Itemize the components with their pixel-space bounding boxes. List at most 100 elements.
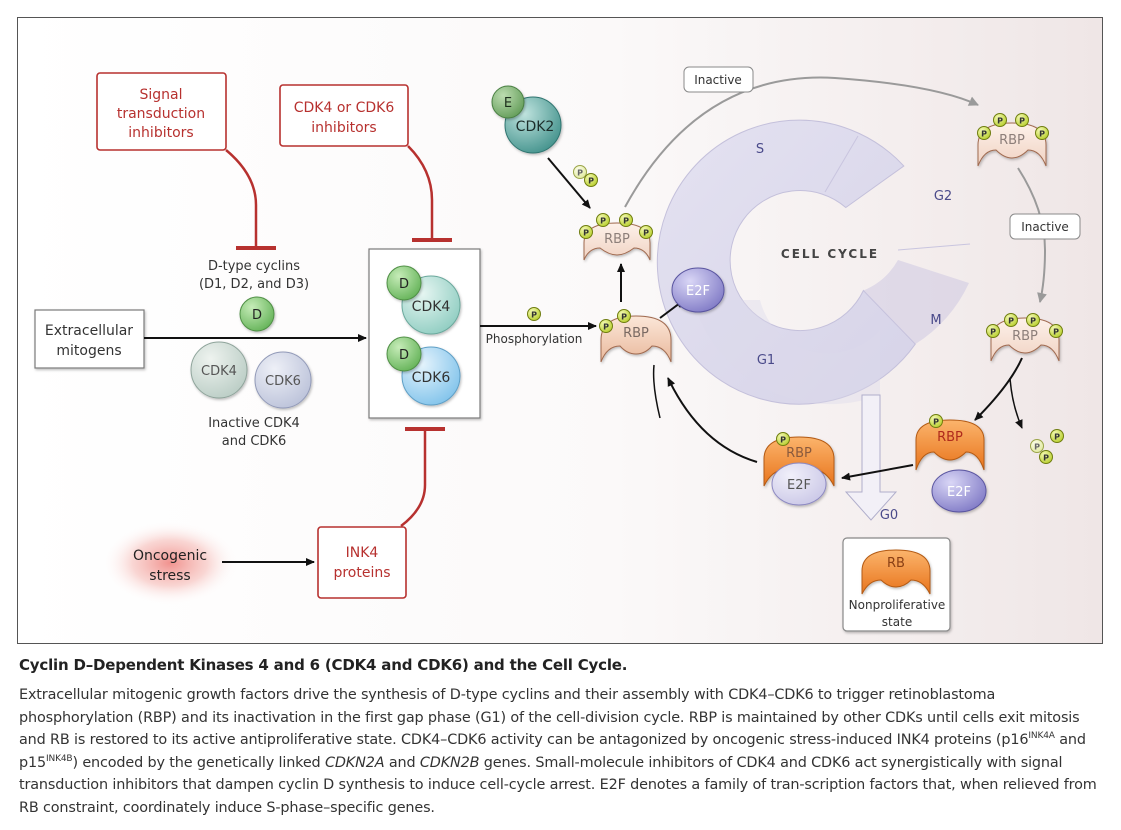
phosphorylation-label: Phosphorylation: [486, 332, 583, 346]
svg-text:P: P: [603, 323, 609, 332]
cdk2-phosphates: P P: [573, 165, 598, 187]
phase-s-label: S: [756, 142, 764, 157]
svg-text:P: P: [933, 418, 939, 427]
svg-text:D: D: [252, 308, 262, 323]
cell-cycle-label: CELL CYCLE: [781, 247, 879, 261]
ink4-line-2: proteins: [333, 565, 390, 581]
active-cdk6-complex: CDK6 D: [386, 336, 461, 406]
svg-text:P: P: [997, 117, 1003, 126]
caption-sup-ink4a: INK4A: [1028, 731, 1055, 742]
rbp-mid: RBP: [600, 315, 672, 363]
rb-return-arrow: [667, 377, 758, 463]
svg-text:P: P: [1054, 433, 1060, 442]
phase-m-label: M: [930, 313, 941, 328]
rb-e2f-right: RBP P E2F: [915, 414, 987, 513]
svg-text:D: D: [399, 277, 409, 292]
released-phosphates: P P P: [1030, 429, 1064, 464]
inactive-label-2-box: Inactive: [1009, 213, 1081, 240]
inactive-cdk6: CDK6: [254, 351, 312, 409]
figure-caption-title: Cyclin D–Dependent Kinases 4 and 6 (CDK4…: [19, 656, 628, 674]
rb-label: RB: [887, 556, 905, 571]
svg-text:P: P: [780, 436, 786, 445]
caption-text-5: genes. Small-molecule inhibitors of CDK4…: [19, 754, 1097, 816]
inactive-arc-arrow: [624, 76, 979, 208]
rbp-inactive-top-right: RBP: [977, 122, 1047, 167]
nonproliferative-state-box: RB Nonproliferative state: [842, 537, 951, 632]
svg-text:P: P: [1039, 130, 1045, 139]
rbp-hyper-upper: RBP: [583, 222, 651, 261]
svg-text:P: P: [600, 217, 606, 226]
signal-inhibitors-line-2: transduction: [117, 106, 205, 122]
svg-text:P: P: [588, 177, 594, 186]
cdk-inhibition-line: [407, 145, 434, 238]
rbp-right-label: RBP: [937, 430, 963, 445]
mitogens-line-2: mitogens: [56, 343, 121, 359]
e2f-bottom-label: E2F: [787, 478, 811, 493]
svg-text:P: P: [1053, 328, 1059, 337]
svg-text:P: P: [1019, 117, 1025, 126]
cdk2-label: CDK2: [516, 119, 555, 135]
e2f-right-label: E2F: [947, 485, 971, 500]
nonproliferative-line-2: state: [882, 615, 912, 629]
rb-right-to-left-arrow: [841, 464, 914, 481]
ink4-line-1: INK4: [346, 545, 379, 561]
rbp-mid-phosphates: P P: [599, 309, 631, 333]
cdk4-cdk6-inhibitors-box: CDK4 or CDK6 inhibitors: [279, 84, 409, 147]
oncogenic-stress-glow: [102, 521, 238, 605]
cdk4-cdk6-cell-cycle-diagram: Signal transduction inhibitors CDK4 or C…: [17, 17, 1103, 644]
signal-inhibitors-line-3: inhibitors: [128, 125, 193, 141]
phase-g1-label: G1: [757, 353, 775, 368]
rbp-bottom-label: RBP: [786, 446, 812, 461]
svg-text:D: D: [399, 348, 409, 363]
svg-text:P: P: [981, 130, 987, 139]
svg-text:Inactive: Inactive: [694, 73, 742, 87]
inactive-cdk-label-1: Inactive CDK4: [208, 416, 300, 431]
svg-text:P: P: [1043, 454, 1049, 463]
signal-inhibitors-line-1: Signal: [139, 87, 182, 103]
svg-text:P: P: [577, 169, 583, 178]
cell-cycle-ring: [656, 119, 971, 405]
nonproliferative-line-1: Nonproliferative: [849, 598, 946, 612]
active-cdk4-complex: CDK4 D: [386, 265, 461, 335]
cdk4-label: CDK4: [412, 299, 451, 315]
caption-text-1: Extracellular mitogenic growth factors d…: [19, 687, 1080, 748]
rbp-inactive-right-mid: RBP: [990, 317, 1060, 362]
caption-gene-cdkn2b: CDKN2B: [419, 754, 480, 771]
e2f-released: E2F: [671, 267, 725, 313]
inactive-label-1-box: Inactive: [683, 66, 754, 93]
rbp-mid-label: RBP: [623, 326, 649, 341]
svg-text:P: P: [623, 217, 629, 226]
d-type-cyclins-label-1: D-type cyclins: [208, 259, 300, 274]
extracellular-mitogens-box: Extracellular mitogens: [34, 309, 145, 369]
free-phosphate: P: [527, 307, 541, 321]
svg-text:P: P: [1008, 317, 1014, 326]
svg-text:P: P: [990, 328, 996, 337]
svg-text:CDK4: CDK4: [201, 364, 237, 379]
caption-text-2: and p15: [19, 732, 1086, 771]
e2f-released-label: E2F: [686, 284, 710, 299]
svg-text:P: P: [1034, 443, 1040, 452]
inactive-cdk4: CDK4: [190, 341, 248, 399]
phase-g2-label: G2: [934, 189, 952, 204]
caption-text-4: and: [384, 754, 420, 771]
svg-text:Inactive: Inactive: [1021, 220, 1069, 234]
signal-transduction-inhibitors-box: Signal transduction inhibitors: [96, 72, 227, 151]
rb-to-cdk-arrow: [652, 364, 661, 419]
svg-text:P: P: [583, 229, 589, 238]
cyclin-d-free: D: [239, 296, 275, 332]
d-type-cyclins-label-2: (D1, D2, and D3): [199, 277, 309, 292]
svg-text:P: P: [621, 313, 627, 322]
inactive-down-arrow: [1017, 167, 1047, 303]
rbp-to-rb-arrow: [974, 357, 1023, 421]
rbp-right-mid-label: RBP: [1012, 329, 1038, 344]
ink4-inhibition-line: [400, 430, 427, 527]
svg-text:P: P: [643, 229, 649, 238]
cdk2-arrow: [547, 157, 591, 209]
rbp-top-right-phosphates: P P P P: [977, 113, 1049, 140]
rbp-right-mid-phosphates: P P P P: [986, 313, 1063, 338]
ink4-proteins-box: INK4 proteins: [317, 526, 407, 599]
caption-text-3: ) encoded by the genetically linked: [72, 754, 325, 771]
svg-text:CDK6: CDK6: [265, 374, 301, 389]
figure-caption-body: Extracellular mitogenic growth factors d…: [19, 684, 1099, 819]
inactive-cdk-label-2: and CDK6: [222, 434, 286, 449]
